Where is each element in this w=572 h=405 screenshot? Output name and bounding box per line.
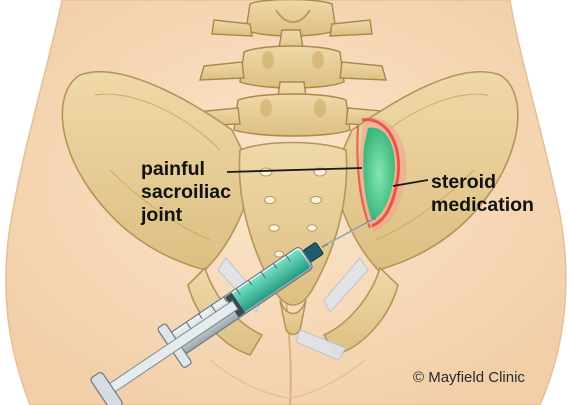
medication-label: steroid medication	[431, 171, 534, 217]
lumbar-vertebrae	[192, 0, 396, 136]
joint-label-line-3: joint	[141, 204, 231, 227]
copyright-credit: © Mayfield Clinic	[413, 369, 525, 386]
medication-label-line-2: medication	[431, 194, 534, 217]
joint-label-line-1: painful	[141, 158, 231, 181]
joint-label-line-2: sacroiliac	[141, 181, 231, 204]
joint-label: painful sacroiliac joint	[141, 158, 231, 227]
medication-label-line-1: steroid	[431, 171, 534, 194]
